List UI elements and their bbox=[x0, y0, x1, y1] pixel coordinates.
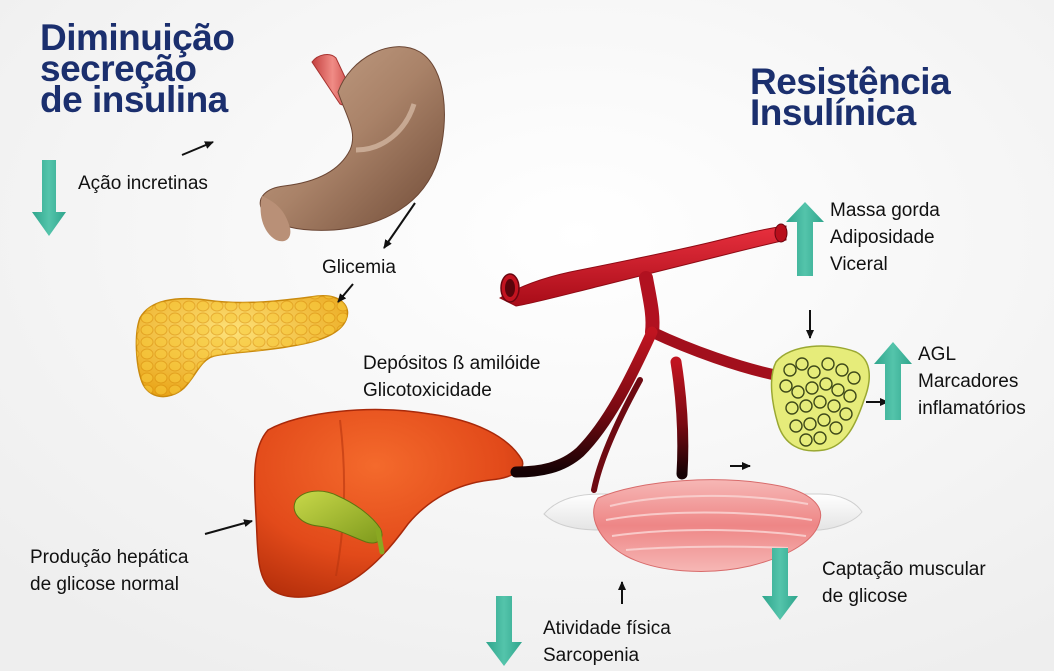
label-amyloid-deposits: Depósitos ß amilóide Glicotoxicidade bbox=[363, 351, 540, 405]
label-line: Depósitos ß amilóide bbox=[363, 351, 540, 378]
title-line: de insulina bbox=[40, 84, 234, 115]
label-line: Adiposidade bbox=[830, 225, 940, 252]
label-line: Glicemia bbox=[322, 255, 396, 282]
label-line: AGL bbox=[918, 342, 1026, 369]
label-hepatic-production: Produção hepática de glicose normal bbox=[30, 545, 188, 599]
label-line: Ação incretinas bbox=[78, 171, 208, 198]
label-incretins: Ação incretinas bbox=[78, 171, 208, 198]
label-line: de glicose bbox=[822, 584, 986, 611]
label-line: Captação muscular bbox=[822, 557, 986, 584]
label-line: Glicotoxicidade bbox=[363, 378, 540, 405]
title-decreased-insulin-secretion: Diminuição secreção de insulina bbox=[40, 22, 234, 115]
label-physical-activity: Atividade física Sarcopenia bbox=[543, 616, 671, 670]
label-line: Marcadores bbox=[918, 369, 1026, 396]
title-insulin-resistance: Resistência Insulínica bbox=[750, 66, 950, 128]
label-line: Atividade física bbox=[543, 616, 671, 643]
label-line: de glicose normal bbox=[30, 572, 188, 599]
label-fat-mass: Massa gorda Adiposidade Viceral bbox=[830, 198, 940, 279]
label-line: Produção hepática bbox=[30, 545, 188, 572]
label-line: Sarcopenia bbox=[543, 643, 671, 670]
label-line: Viceral bbox=[830, 252, 940, 279]
label-glycemia: Glicemia bbox=[322, 255, 396, 282]
label-muscle-glucose-uptake: Captação muscular de glicose bbox=[822, 557, 986, 611]
label-agl-inflammatory-markers: AGL Marcadores inflamatórios bbox=[918, 342, 1026, 423]
label-line: inflamatórios bbox=[918, 396, 1026, 423]
label-line: Massa gorda bbox=[830, 198, 940, 225]
